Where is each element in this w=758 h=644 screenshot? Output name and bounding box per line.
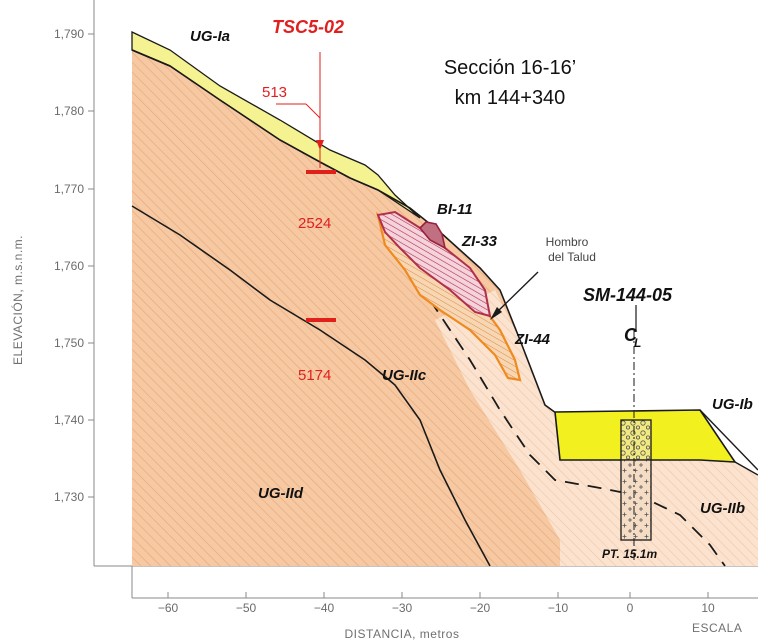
section-subtitle: km 144+340 [455, 87, 566, 109]
y-ticks [88, 33, 94, 498]
x-axis-label: DISTANCIA, metros [345, 627, 460, 641]
x-tick-0: 0 [627, 601, 634, 615]
label-2524: 2524 [298, 215, 331, 232]
borehole-rock-section [620, 459, 652, 541]
annotation-hombro: Hombro [546, 235, 589, 249]
x-tick-m20: −20 [470, 601, 491, 615]
ug-iid-boundary-line [131, 205, 491, 567]
label-tsc5-02: TSC5-02 [272, 17, 344, 37]
x-tick-m50: −50 [236, 601, 257, 615]
x-tick-10: 10 [701, 601, 715, 615]
scale-label: ESCALA [692, 621, 742, 635]
y-axis-label: ELEVACIÓN, m.s.n.m. [10, 235, 25, 365]
centerline-symbol-sub: L [634, 336, 641, 350]
hombro-arrow-icon [490, 307, 502, 320]
y-tick-1750: 1,750 [54, 336, 84, 350]
label-borehole-depth: PT. 15.1m [602, 547, 657, 561]
x-tick-m40: −40 [314, 601, 335, 615]
label-5174: 5174 [298, 367, 331, 384]
label-zi-33: ZI-33 [461, 233, 498, 250]
x-tick-m10: −10 [548, 601, 569, 615]
unit-ug-iid-area [132, 206, 490, 566]
label-bi-11: BI-11 [437, 201, 473, 218]
label-sm-144-05: SM-144-05 [583, 285, 673, 305]
x-ticks [167, 592, 709, 598]
hombro-leader [494, 271, 539, 315]
y-tick-1780: 1,780 [54, 104, 84, 118]
borehole-gravel-section [620, 419, 652, 461]
y-tick-1760: 1,760 [54, 259, 84, 273]
label-ug-ib: UG-Ib [712, 396, 753, 413]
tsc-arrow-icon [316, 140, 324, 150]
label-ug-iib: UG-IIb [700, 500, 745, 517]
y-tick-1730: 1,730 [54, 490, 84, 504]
x-tick-m30: −30 [392, 601, 413, 615]
dashed-contact-line [429, 299, 726, 567]
annotation-del-talud: del Talud [548, 250, 596, 264]
centerline-symbol: C [624, 325, 638, 345]
label-ug-ia: UG-Ia [190, 28, 230, 45]
y-tick-1790: 1,790 [54, 27, 84, 41]
y-tick-1770: 1,770 [54, 182, 84, 196]
label-ug-iic: UG-IIc [382, 367, 427, 384]
section-title: Sección 16-16’ [444, 57, 576, 79]
label-513: 513 [262, 84, 287, 101]
y-tick-1740: 1,740 [54, 413, 84, 427]
slide-bi-11 [418, 221, 447, 250]
label-ug-iid: UG-IId [258, 485, 304, 502]
x-tick-m60: −60 [158, 601, 179, 615]
slope-surface-line [131, 49, 561, 417]
label-zi-44: ZI-44 [514, 331, 551, 348]
